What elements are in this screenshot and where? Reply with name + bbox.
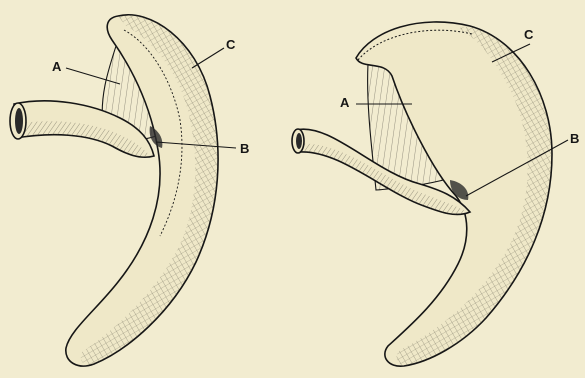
right-label-c: C <box>524 28 533 41</box>
left-label-a: A <box>52 60 61 73</box>
right-tube-lumen <box>296 133 302 149</box>
right-label-a: A <box>340 96 349 109</box>
left-leader-c <box>192 48 224 68</box>
left-label-c: C <box>226 38 235 51</box>
left-stomach-figure <box>10 15 236 366</box>
right-label-b: B <box>570 132 579 145</box>
left-label-b: B <box>240 142 249 155</box>
right-stomach-figure <box>292 22 568 366</box>
left-tube-lumen <box>15 108 23 134</box>
